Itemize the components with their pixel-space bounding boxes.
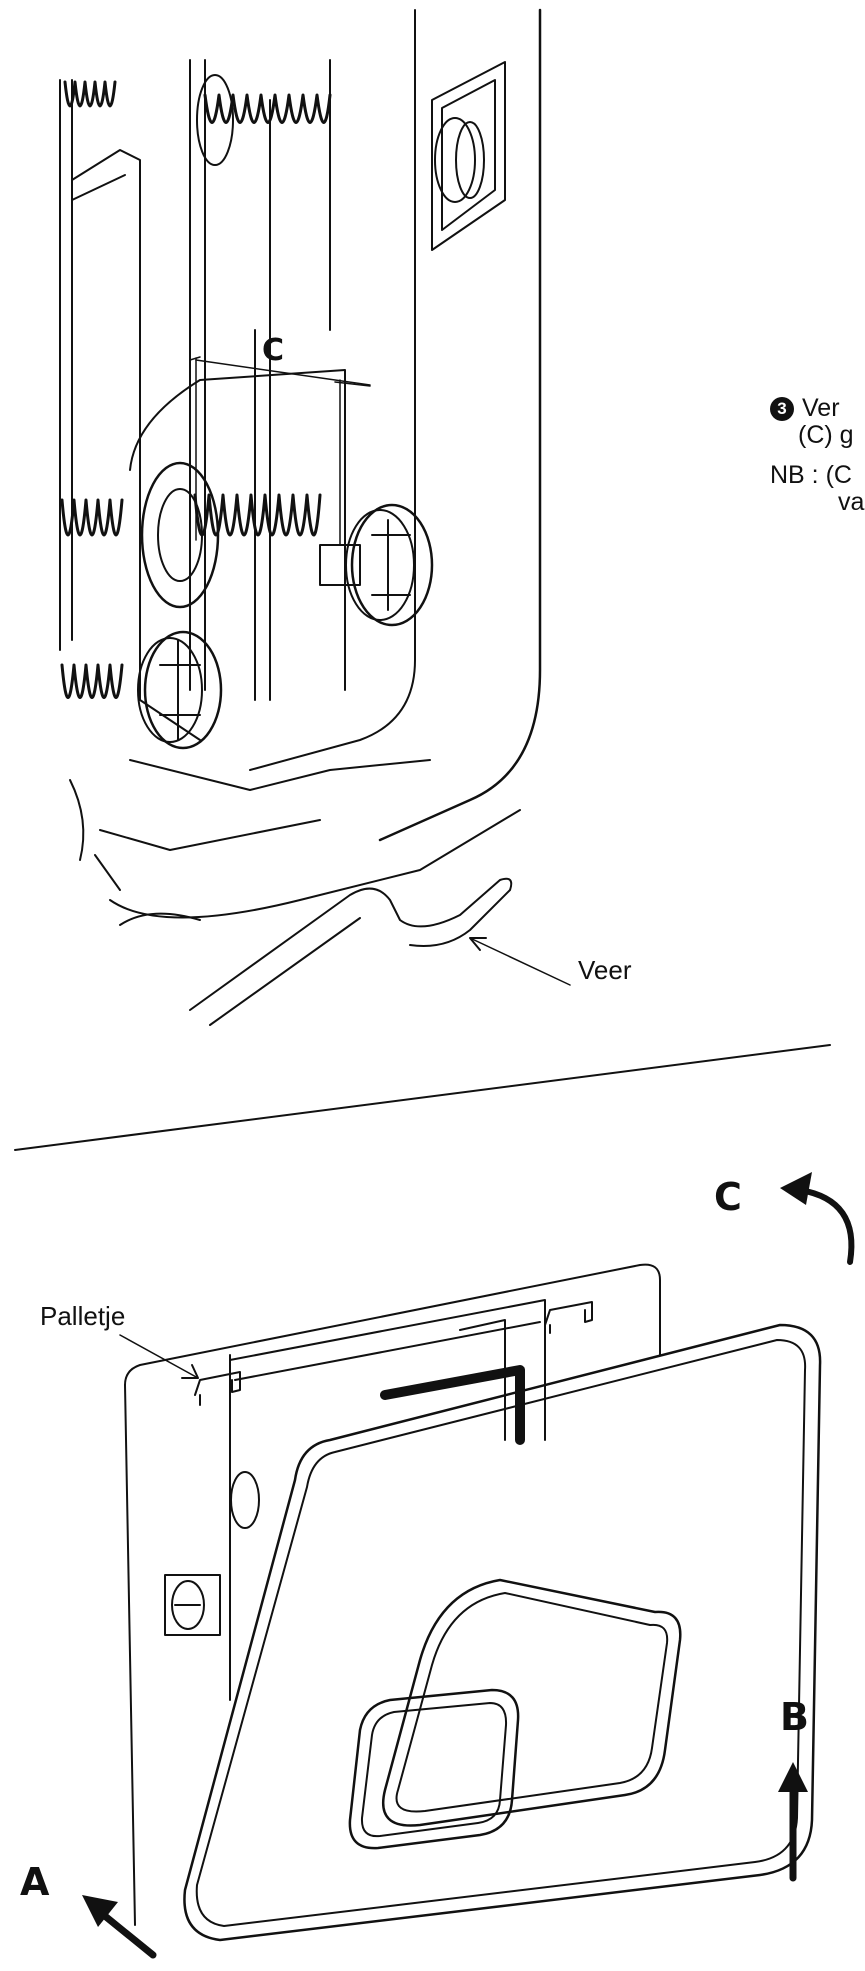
veer-label: Veer	[578, 955, 632, 985]
arrow-b-label: B	[780, 1695, 809, 1739]
section-divider	[14, 1044, 831, 1151]
arrow-up-left-icon	[82, 1895, 157, 1959]
instruction-line-1: Ver	[802, 394, 840, 422]
note-line-1: NB : (C	[770, 461, 852, 489]
cover-figure	[119, 1263, 822, 1942]
arrow-up-icon	[778, 1762, 808, 1882]
circled-number-3-icon: 3	[770, 397, 794, 421]
spring-assembly-figure	[59, 8, 571, 1026]
instruction-line-2: (C) g	[798, 421, 854, 449]
palletje-label: Palletje	[40, 1301, 126, 1331]
arrow-c-label: C	[714, 1175, 742, 1219]
note-line-2: va	[838, 488, 865, 516]
curved-arrow-icon	[797, 1187, 855, 1265]
dimension-c-label: C	[262, 333, 285, 368]
arrow-a-label: A	[20, 1860, 50, 1904]
instruction-step: 3 Ver	[770, 393, 840, 424]
